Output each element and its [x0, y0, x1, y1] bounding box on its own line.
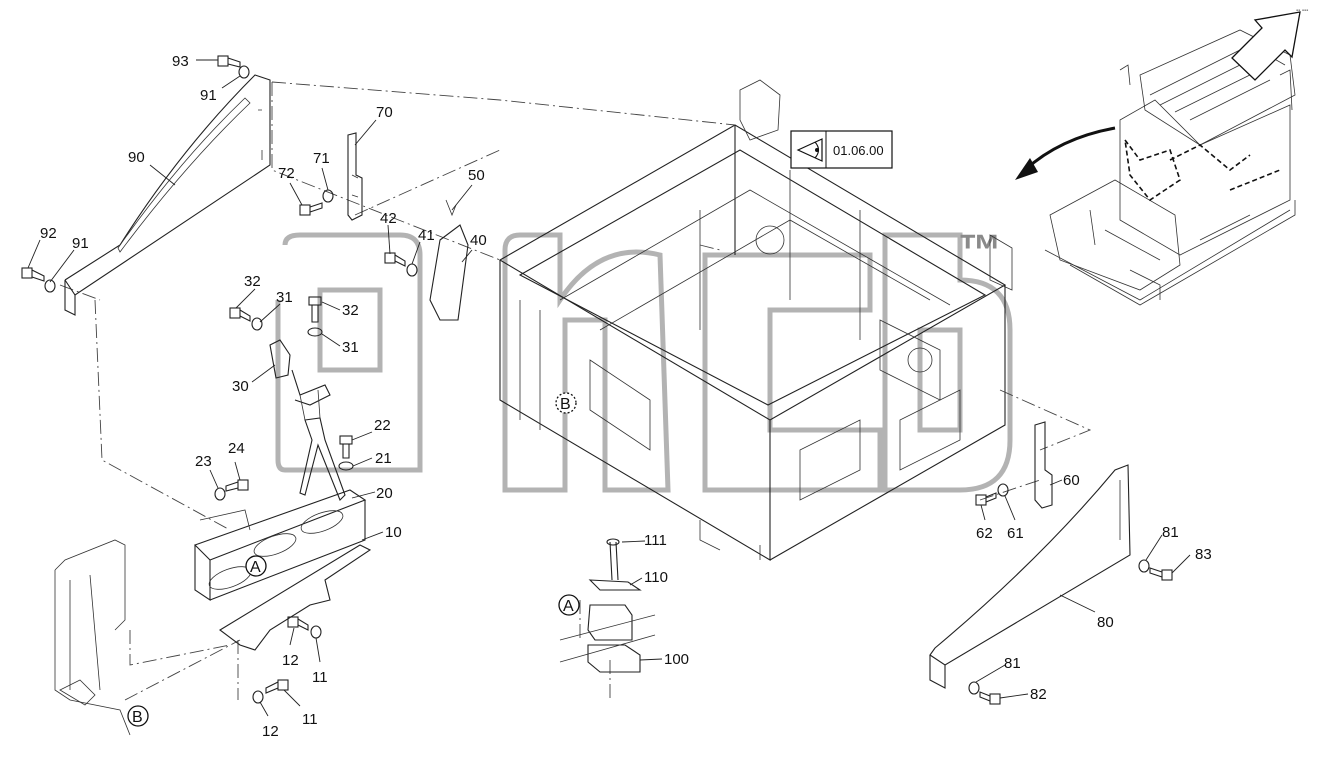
callout-91: 91 — [200, 87, 217, 104]
detail-markers: A A B B — [127, 392, 580, 727]
callout-61: 61 — [1007, 525, 1024, 542]
main-frame — [498, 79, 1013, 561]
bolt-22 — [339, 435, 353, 459]
callout-83: 83 — [1195, 546, 1212, 563]
callout-12: 12 — [282, 652, 299, 669]
callout-91: 91 — [72, 235, 89, 252]
hanger-assembly — [269, 339, 346, 501]
machine-overview-inset: ▪▪ ▪▪▪ — [1015, 8, 1308, 306]
bolt-83 — [1149, 567, 1173, 581]
bolt-72 — [299, 202, 323, 216]
callout-41: 41 — [418, 227, 435, 244]
bracket-90 — [64, 74, 271, 316]
callout-31: 31 — [276, 289, 293, 306]
detail-marker-a: A — [245, 555, 267, 577]
plate-40 — [429, 199, 469, 321]
callout-111: 111 — [644, 532, 667, 549]
callout-24: 24 — [228, 440, 245, 457]
bolt-92 — [21, 267, 45, 282]
reference-label: 01.06.00 — [833, 143, 884, 158]
bolt-82 — [979, 691, 1001, 705]
callout-11: 11 — [312, 669, 328, 686]
detail-marker-b-lower: B — [127, 705, 149, 727]
callout-81: 81 — [1004, 655, 1021, 672]
callout-62: 62 — [976, 525, 993, 542]
svg-text:A: A — [250, 559, 261, 576]
callout-71: 71 — [313, 150, 330, 167]
bolt-62 — [975, 492, 997, 506]
callout-50: 50 — [468, 167, 485, 184]
eye-icon — [796, 138, 823, 162]
construction-lines — [59, 81, 1092, 701]
callout-100: 100 — [664, 651, 689, 668]
bolt-32-center — [308, 296, 322, 323]
callout-42: 42 — [380, 210, 397, 227]
detail-marker-b: B — [555, 392, 577, 414]
callout-60: 60 — [1063, 472, 1080, 489]
callout-23: 23 — [195, 453, 212, 470]
callout-labels: 93 91 90 92 91 70 71 72 50 42 41 40 32 3… — [40, 53, 1212, 740]
view-direction-arrow — [1231, 11, 1301, 81]
reference-box[interactable]: 01.06.00 — [790, 130, 893, 169]
callout-80: 80 — [1097, 614, 1114, 631]
callout-21: 21 — [375, 450, 392, 467]
callout-40: 40 — [470, 232, 487, 249]
bolt-11-a — [287, 616, 309, 631]
washer-81-bottom — [968, 681, 980, 695]
washer-31-left — [251, 317, 263, 331]
svg-text:B: B — [560, 396, 571, 413]
callout-32: 32 — [244, 273, 261, 290]
svg-text:A: A — [563, 598, 574, 615]
callout-20: 20 — [376, 485, 393, 502]
washer-91-top — [238, 65, 250, 79]
washer-12-b — [252, 690, 264, 704]
washer-61 — [997, 483, 1009, 497]
callout-93: 93 — [172, 53, 189, 70]
rotation-arrow — [1023, 126, 1116, 172]
side-frame-left — [54, 539, 131, 736]
callout-22: 22 — [374, 417, 391, 434]
fasteners — [21, 55, 1173, 705]
bolt-24 — [225, 479, 249, 492]
watermark-text: ™ — [958, 226, 1002, 275]
bolt-93 — [217, 55, 241, 68]
tray-20 — [193, 489, 372, 651]
callout-110: 110 — [644, 569, 668, 586]
leader-lines — [27, 59, 1191, 717]
callout-12: 12 — [262, 723, 279, 740]
callout-92: 92 — [40, 225, 57, 242]
callout-31: 31 — [342, 339, 359, 356]
washer-31-center — [307, 327, 323, 337]
callout-90: 90 — [128, 149, 145, 166]
callout-11: 11 — [302, 711, 318, 728]
washer-41 — [406, 263, 418, 277]
detail-marker-a-clamp: A — [558, 594, 580, 616]
bolt-42 — [384, 252, 406, 267]
clamp-detail — [559, 538, 656, 673]
bolt-11-b — [265, 679, 289, 694]
callout-32: 32 — [342, 302, 359, 319]
washer-23 — [214, 487, 226, 501]
callout-10: 10 — [385, 524, 402, 541]
svg-text:▪▪ ▪▪▪: ▪▪ ▪▪▪ — [1296, 8, 1308, 14]
callout-30: 30 — [232, 378, 249, 395]
plate-60 — [1034, 421, 1053, 509]
callout-81: 81 — [1162, 524, 1179, 541]
callout-82: 82 — [1030, 686, 1047, 703]
plate-70 — [347, 132, 363, 221]
callout-70: 70 — [376, 104, 393, 121]
washer-12-a — [310, 625, 322, 639]
bracket-80 — [929, 464, 1131, 689]
washer-91-left — [44, 279, 56, 293]
svg-text:B: B — [132, 709, 143, 726]
bolt-32-left — [229, 307, 251, 322]
rotation-arrow-head — [1015, 158, 1038, 180]
callout-72: 72 — [278, 165, 295, 182]
washer-81-top — [1138, 559, 1150, 573]
